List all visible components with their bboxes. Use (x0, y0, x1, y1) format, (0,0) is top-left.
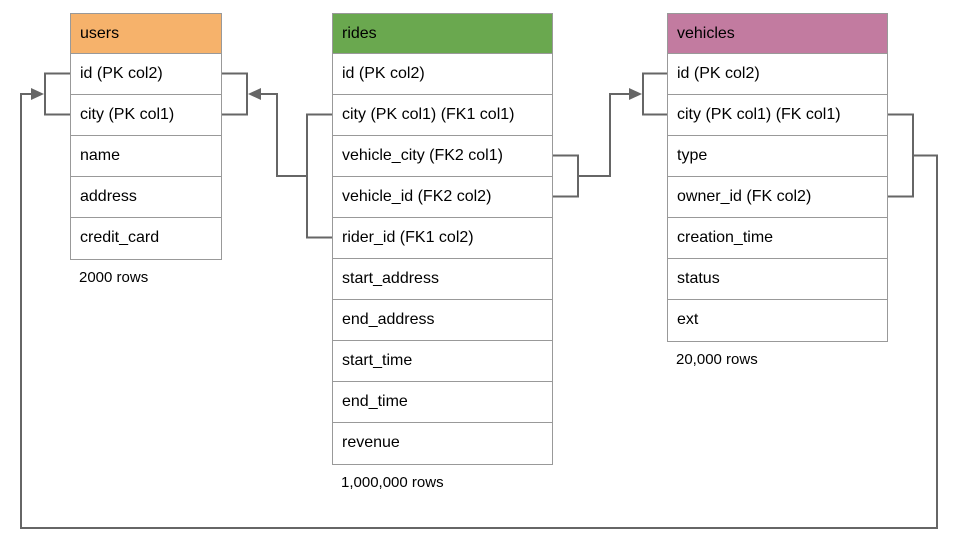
connector-lines (20, 72, 938, 529)
column-row: revenue (333, 423, 552, 464)
column-row: id (PK col2) (668, 54, 887, 95)
arrow-into-users-left-icon (31, 88, 44, 100)
column-row: start_time (333, 341, 552, 382)
row-count-label: 20,000 rows (676, 351, 758, 368)
column-row: id (PK col2) (333, 54, 552, 95)
column-row: vehicle_city (FK2 col1) (333, 136, 552, 177)
column-row: id (PK col2) (71, 54, 221, 95)
column-row: ext (668, 300, 887, 341)
table-title: rides (333, 14, 552, 54)
bracket-users-left-icon (44, 72, 70, 116)
column-row: address (71, 177, 221, 218)
row-count-label: 1,000,000 rows (341, 474, 444, 491)
rel-vehicles-to-users-line (20, 93, 938, 529)
column-row: creation_time (668, 218, 887, 259)
bracket-users-right-icon (222, 72, 248, 116)
column-row: city (PK col1) (71, 95, 221, 136)
column-row: vehicle_id (FK2 col2) (333, 177, 552, 218)
column-row: end_time (333, 382, 552, 423)
column-row: credit_card (71, 218, 221, 259)
column-row: name (71, 136, 221, 177)
arrow-into-vehicles-left-icon (629, 88, 642, 100)
column-row: end_address (333, 300, 552, 341)
bracket-vehicles-left-icon (642, 72, 667, 116)
connector-arrowheads (31, 88, 642, 100)
column-row: rider_id (FK1 col2) (333, 218, 552, 259)
column-row: city (PK col1) (FK col1) (668, 95, 887, 136)
table-title: vehicles (668, 14, 887, 54)
column-row: type (668, 136, 887, 177)
row-count-label: 2000 rows (79, 269, 149, 286)
rel-rides-to-vehicles-line (553, 93, 629, 198)
column-row: city (PK col1) (FK1 col1) (333, 95, 552, 136)
column-row: status (668, 259, 887, 300)
column-row: owner_id (FK col2) (668, 177, 887, 218)
rel-rides-to-users-line (261, 93, 332, 239)
table-title: users (71, 14, 221, 54)
column-row: start_address (333, 259, 552, 300)
arrow-into-users-right-icon (248, 88, 261, 100)
